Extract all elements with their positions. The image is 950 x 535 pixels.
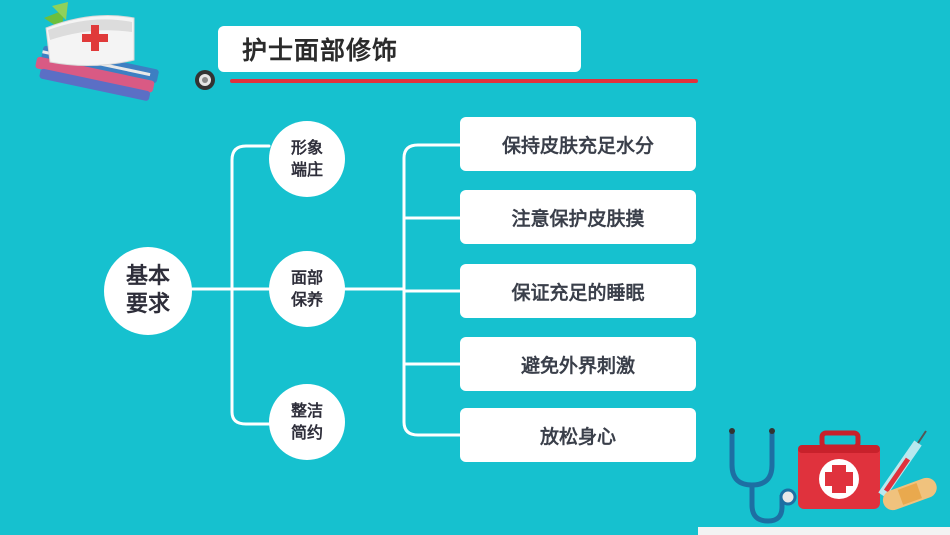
leaf-item: 避免外界刺激	[460, 337, 696, 391]
branch-line-1: 形象	[290, 138, 323, 157]
branch-node: 整洁 简约	[269, 384, 345, 460]
branch-line-1: 面部	[290, 268, 323, 287]
stethoscope-chestpiece-icon	[195, 70, 215, 90]
branch-line-1: 整洁	[290, 401, 323, 420]
root-node: 基本 要求	[104, 247, 192, 335]
nurse-cap-icon	[35, 2, 159, 101]
bandage-icon	[882, 477, 937, 511]
branch-line-2: 保养	[290, 290, 323, 309]
branch-line-2: 端庄	[290, 160, 323, 179]
syringe-icon	[878, 430, 927, 498]
root-line-2: 要求	[125, 292, 170, 317]
leaf-item: 保证充足的睡眠	[460, 264, 696, 318]
branch-node: 形象 端庄	[269, 121, 345, 197]
medical-kit-decoration	[729, 428, 937, 524]
leaf-item: 保持皮肤充足水分	[460, 117, 696, 171]
first-aid-kit-icon	[798, 430, 880, 509]
title-box: 护士面部修饰	[218, 26, 581, 72]
root-line-1: 基本	[125, 264, 170, 289]
leaf-item: 放松身心	[460, 408, 696, 462]
leaf-item: 注意保护皮肤摸	[460, 190, 696, 244]
title-underline	[230, 79, 698, 83]
branch-line-2: 简约	[290, 423, 323, 442]
page-title: 护士面部修饰	[242, 36, 399, 65]
stethoscope-icon	[729, 428, 797, 524]
branch-node: 面部 保养	[269, 251, 345, 327]
bottom-strip	[698, 527, 950, 535]
